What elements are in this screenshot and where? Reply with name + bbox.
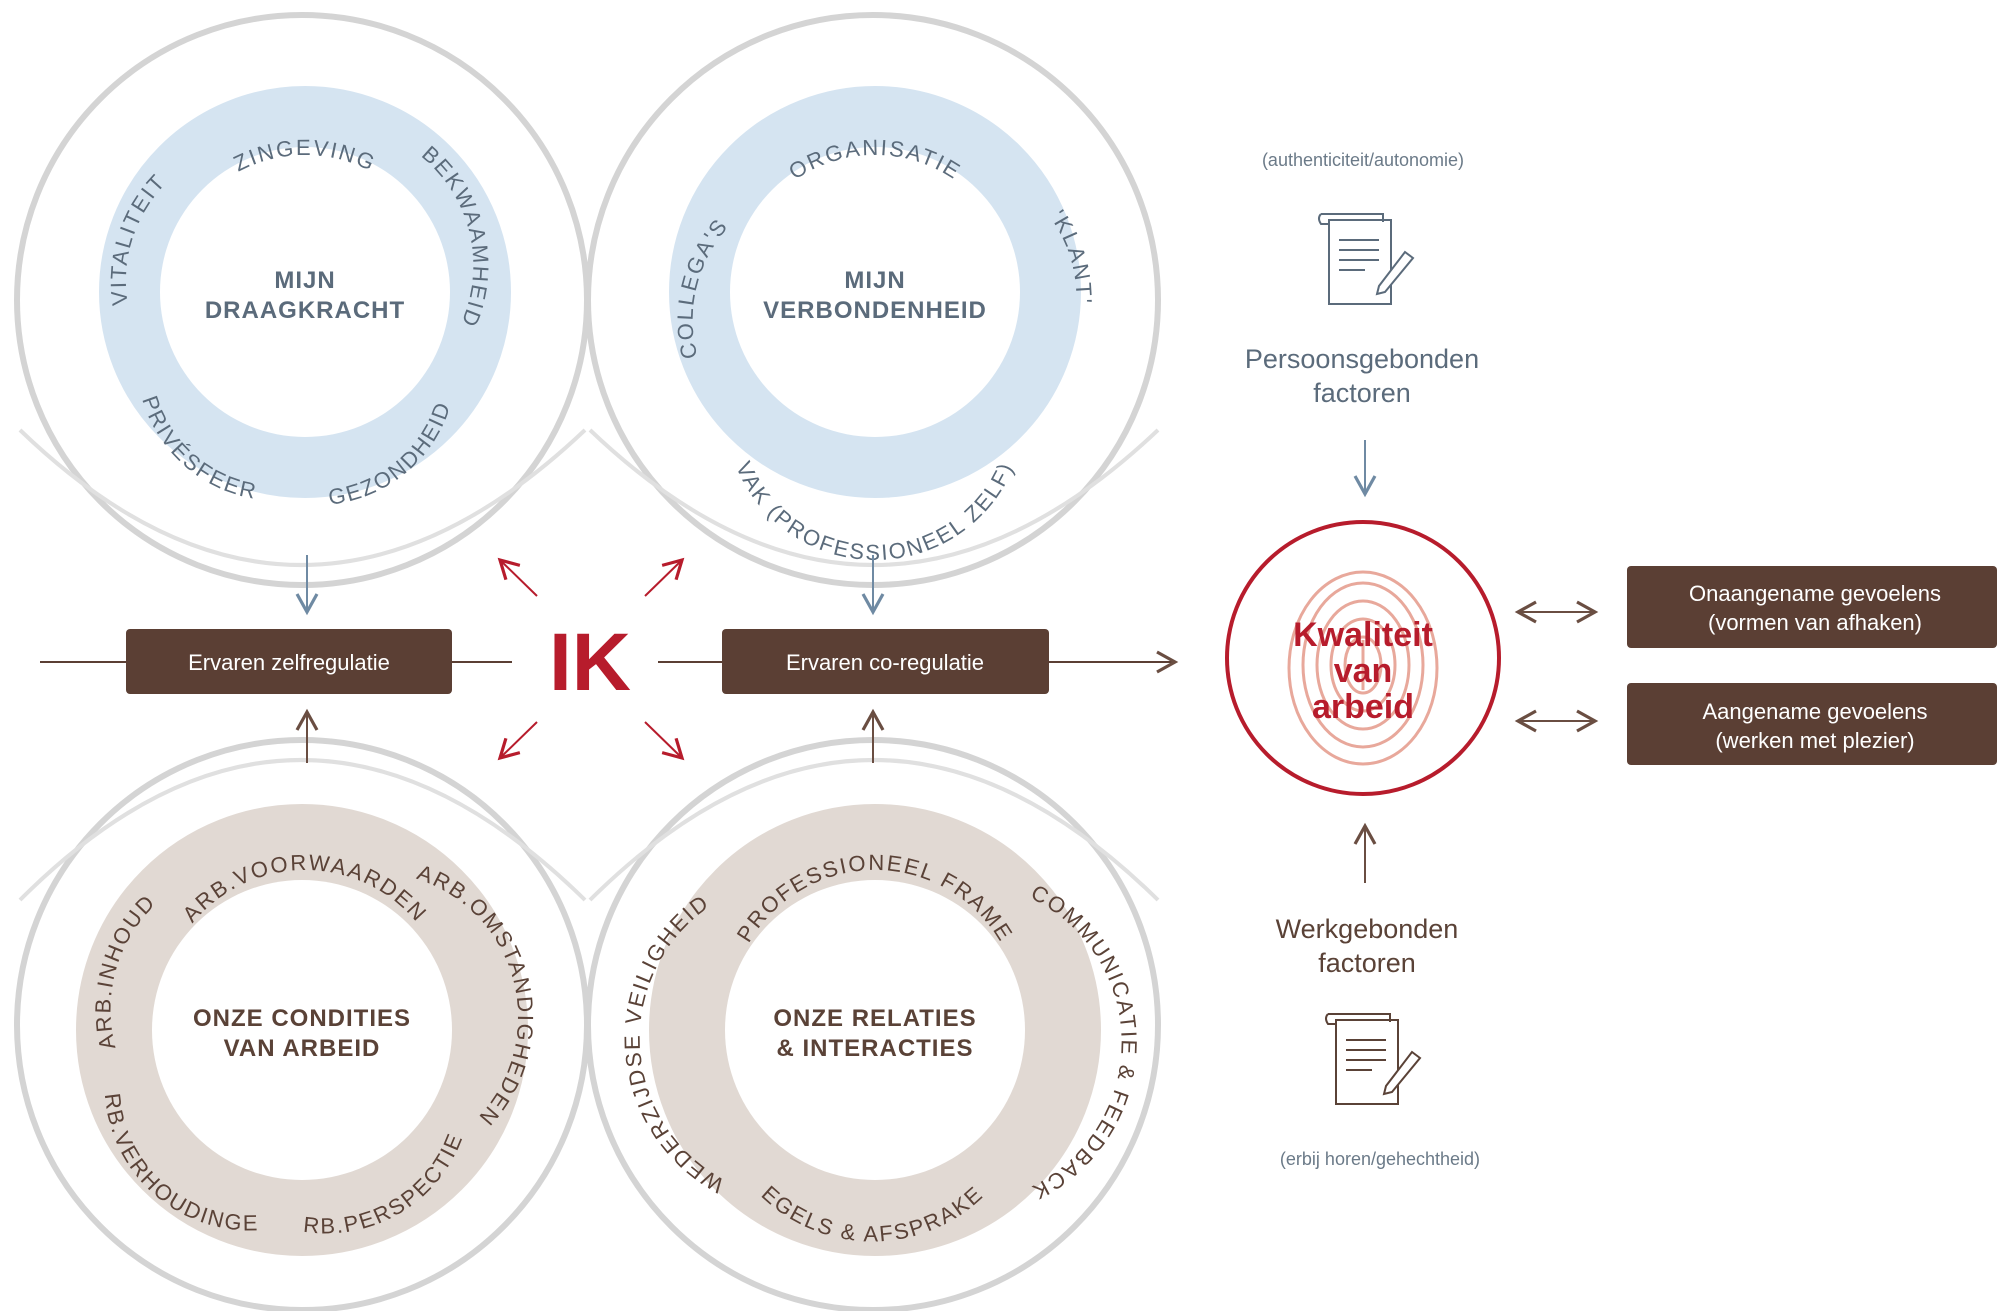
onaangenaam-label-1: Onaangename gevoelens xyxy=(1689,581,1941,606)
box-onaangenaam: Onaangename gevoelens (vormen van afhake… xyxy=(1627,566,1997,648)
werkgebonden-label-2: factoren xyxy=(1318,948,1416,978)
document-pen-icon xyxy=(1325,1013,1422,1105)
relaties-title-1: ONZE RELATIES xyxy=(773,1005,976,1032)
persoonsgebonden-label-1: Persoonsgebonden xyxy=(1245,344,1479,374)
red-arrow-down-left xyxy=(497,721,538,761)
center-ik: IK xyxy=(497,557,685,761)
box-coregulatie: Ervaren co-regulatie xyxy=(722,629,1049,694)
circle-draagkracht: MIJN DRAAGKRACHT ZINGEVING BEKWAAMHEID G… xyxy=(91,78,519,510)
red-arrow-up-left xyxy=(497,557,538,597)
verbondenheid-title-1: MIJN xyxy=(844,267,905,294)
aangenaam-label-1: Aangename gevoelens xyxy=(1702,699,1927,724)
aangenaam-label-2: (werken met plezier) xyxy=(1715,728,1914,753)
vertical-arrows xyxy=(295,555,885,763)
onaangenaam-label-2: (vormen van afhaken) xyxy=(1708,610,1922,635)
quality-label-1: Kwaliteit xyxy=(1293,616,1433,654)
zelfregulatie-label: Ervaren zelfregulatie xyxy=(188,650,390,675)
red-arrow-up-right xyxy=(644,557,685,597)
persoonsgebonden-label-2: factoren xyxy=(1313,378,1411,408)
circle-verbondenheid: MIJN VERBONDENHEID ORGANISATIE 'KLANT' V… xyxy=(661,78,1095,565)
draagkracht-title-2: DRAAGKRACHT xyxy=(205,297,405,324)
quality-circle: Kwaliteit van arbeid xyxy=(1225,520,1501,796)
fingerprint-icon xyxy=(1287,570,1439,766)
coregulatie-label: Ervaren co-regulatie xyxy=(786,650,984,675)
verbondenheid-title-2: VERBONDENHEID xyxy=(763,297,987,324)
ik-label: IK xyxy=(549,617,631,708)
condities-title-1: ONZE CONDITIES xyxy=(193,1005,411,1032)
document-pen-icon xyxy=(1318,213,1415,305)
box-aangenaam: Aangename gevoelens (werken met plezier) xyxy=(1627,683,1997,765)
draagkracht-title-1: MIJN xyxy=(274,267,335,294)
red-arrow-down-right xyxy=(644,721,685,761)
box-zelfregulatie: Ervaren zelfregulatie xyxy=(126,629,452,694)
quality-label-2: van xyxy=(1334,652,1393,690)
condities-title-2: VAN ARBEID xyxy=(224,1035,381,1062)
quality-label-3: arbeid xyxy=(1312,688,1414,726)
werkgebonden-label-1: Werkgebonden xyxy=(1276,914,1459,944)
bottom-note: (erbij horen/gehechtheid) xyxy=(1280,1149,1480,1169)
top-note: (authenticiteit/autonomie) xyxy=(1262,150,1464,170)
relaties-title-2: & INTERACTIES xyxy=(776,1035,973,1062)
